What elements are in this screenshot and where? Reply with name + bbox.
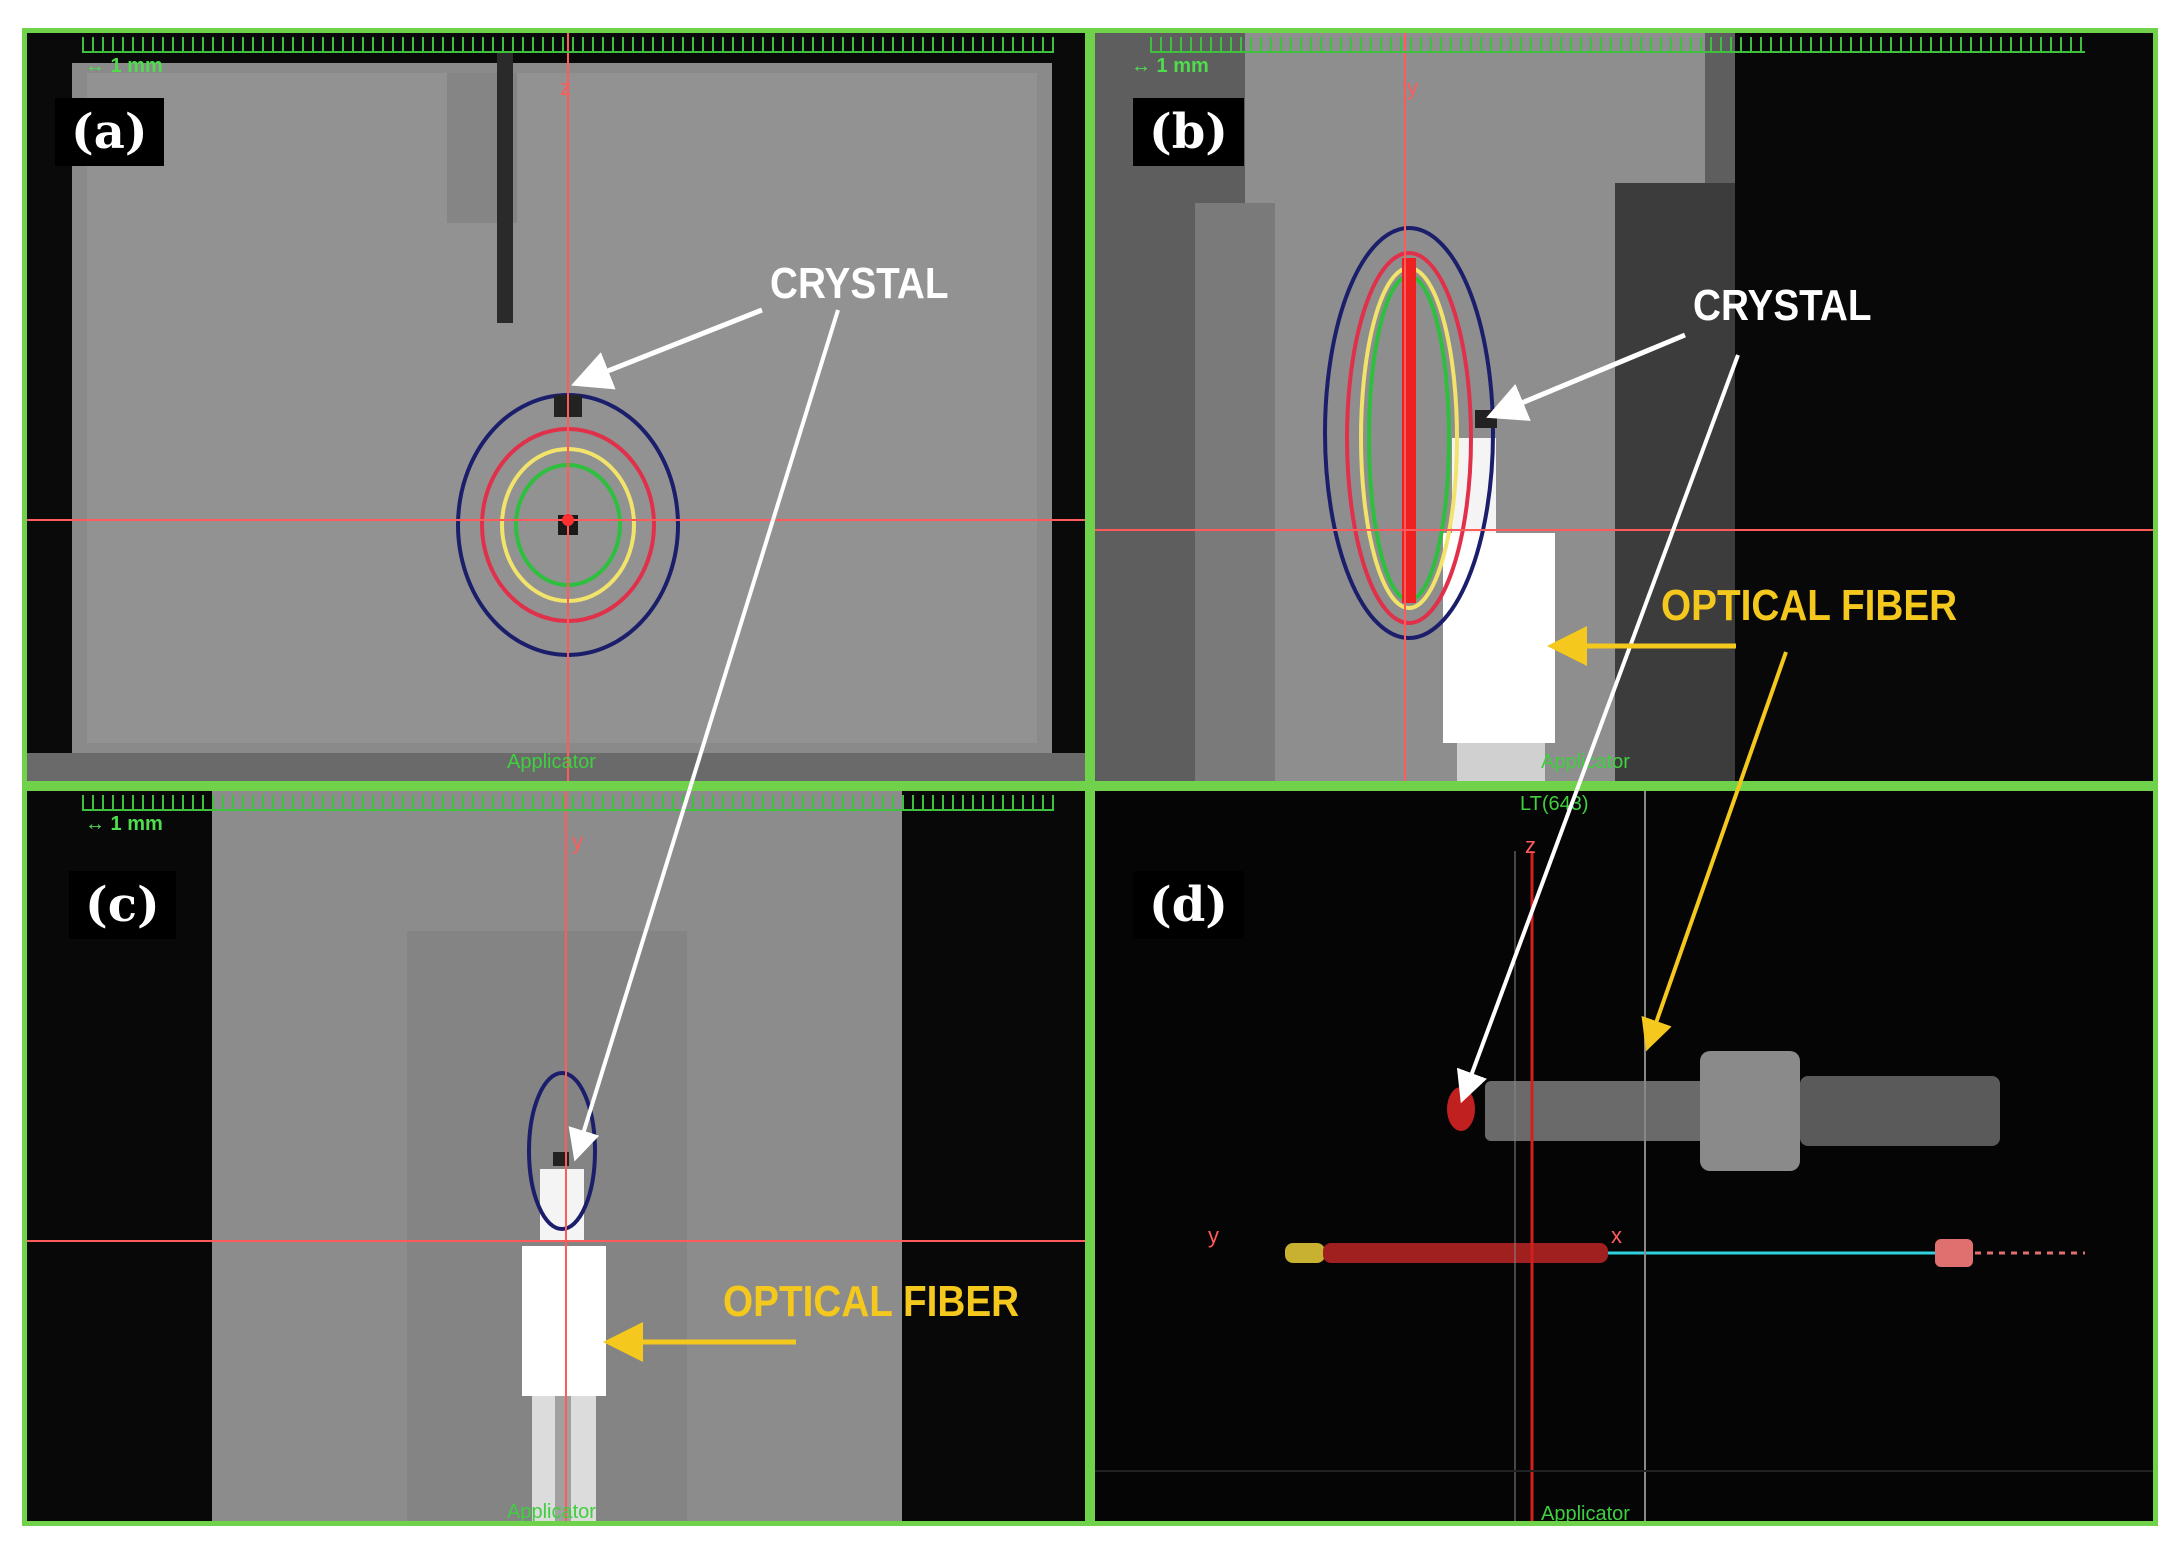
crystal-marker: [1475, 410, 1497, 428]
ruler: [82, 37, 1054, 53]
optical-fiber-body: [1443, 533, 1555, 743]
scale-label: ↔ 1 mm: [85, 813, 163, 835]
panel-c-ct-image: [27, 791, 1085, 1521]
panel-letter: (d): [1133, 871, 1244, 939]
ruler: [1150, 37, 2085, 53]
crystal-label: CRYSTAL: [770, 259, 949, 308]
panel-a-axial-view: ↔ 1 mm z Applicator (a) CRYSTAL: [22, 28, 1090, 786]
panel-b-ct-image: [1095, 33, 2153, 781]
scale-label: ↔ 1 mm: [1131, 55, 1209, 77]
panel-b-sagittal-view: ↔ 1 mm y Applicator (b) CRYSTAL OPTICAL …: [1090, 28, 2158, 786]
header-label: LT(643): [1520, 793, 1589, 815]
panel-letter: (b): [1133, 98, 1244, 166]
axis-label-horizontal: y: [1208, 1223, 1219, 1248]
panel-a-ct-image: [27, 33, 1085, 781]
axis-label-vertical: y: [572, 829, 583, 854]
applicator-label: Applicator: [507, 1501, 596, 1523]
ruler: [82, 795, 1054, 811]
catheter-channel: [497, 53, 513, 323]
applicator-label: Applicator: [1541, 1503, 1630, 1525]
scale-label: ↔ 1 mm: [85, 55, 163, 77]
panel-letter: (a): [55, 98, 164, 166]
optical-fiber-body: [522, 1246, 606, 1396]
crystal-label: CRYSTAL: [1693, 281, 1872, 330]
applicator-model: [1485, 1081, 1715, 1141]
panel-d-3d-render: [1095, 791, 2153, 1521]
optical-fiber-label: OPTICAL FIBER: [1661, 581, 1958, 630]
catheter-end: [1935, 1239, 1973, 1267]
crystal-marker: [1447, 1087, 1475, 1131]
fiber-connector: [1700, 1051, 1800, 1171]
panel-c-coronal-view: ↔ 1 mm y Applicator (c) OPTICAL FIBER: [22, 786, 1090, 1526]
axis-label-vertical: z: [560, 75, 571, 100]
panel-letter: (c): [69, 871, 176, 939]
applicator-label: Applicator: [507, 751, 596, 773]
applicator-label: Applicator: [1541, 751, 1630, 773]
axis-label-x: x: [1611, 1223, 1622, 1248]
axis-label-vertical: z: [1525, 833, 1536, 858]
axis-label-vertical: y: [1407, 75, 1418, 100]
optical-fiber-label: OPTICAL FIBER: [723, 1277, 1020, 1326]
source-train: [1323, 1243, 1608, 1263]
panel-d-3d-view: LT(643) z y x Applicator (d): [1090, 786, 2158, 1526]
catheter-cap: [1285, 1243, 1325, 1263]
